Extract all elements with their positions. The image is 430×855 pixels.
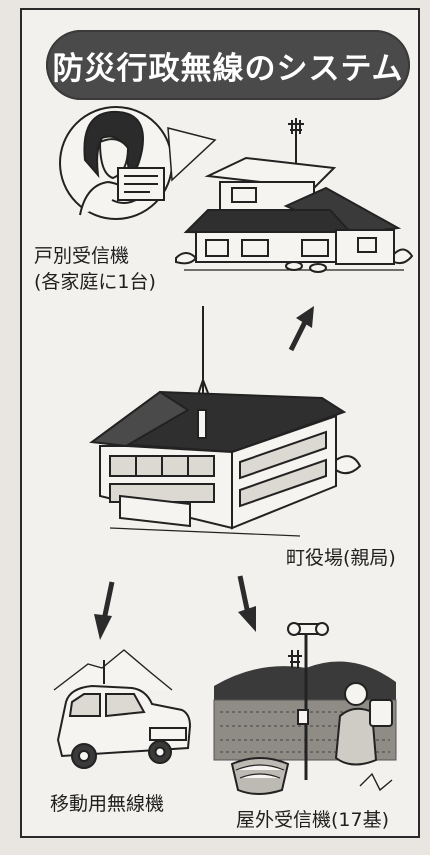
household-receiver-label-line1: 戸別受信機 (34, 245, 130, 267)
mobile-radio-car-illustration (53, 649, 192, 769)
household-receiver-label: 戸別受信機 (各家庭に1台) (34, 244, 156, 295)
diagram-title: 防災行政無線のシステム (46, 30, 410, 100)
arrow-to-mobile (94, 581, 115, 640)
house-illustration (175, 118, 414, 273)
arrow-to-outdoor (237, 575, 256, 632)
outdoor-receiver-illustration (213, 622, 397, 795)
mobile-radio-label: 移動用無線機 (50, 793, 165, 815)
household-listener-inset (59, 106, 217, 220)
household-receiver-label-line2: (各家庭に1台) (34, 270, 156, 293)
arrow-to-house (288, 306, 314, 352)
outdoor-receiver-label: 屋外受信機(17基) (236, 809, 390, 831)
town-hall-illustration (89, 306, 362, 537)
town-hall-label: 町役場(親局) (286, 547, 396, 569)
